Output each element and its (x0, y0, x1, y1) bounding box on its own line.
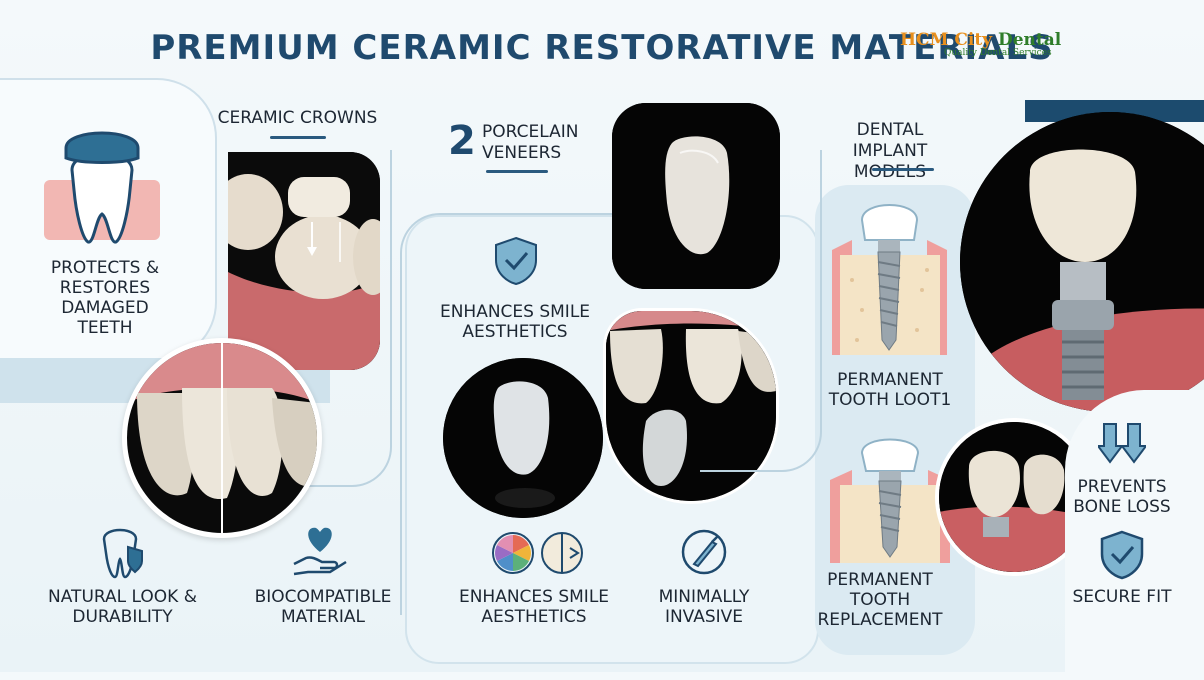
arrows-down-icon (1098, 420, 1146, 470)
shield-check-secure-icon (1100, 530, 1144, 580)
crown-tooth-icon (42, 118, 162, 248)
caption-enhances-smile-top: ENHANCES SMILE AESTHETICS (439, 302, 591, 342)
veneer-teeth-circle (603, 308, 779, 504)
crowns-flow-line (300, 150, 392, 487)
smile-before-after-circle (122, 338, 322, 538)
caption-enhances-smile-bottom: ENHANCES SMILE AESTHETICS (458, 587, 610, 627)
crowns-heading-underline (270, 136, 326, 139)
caption-secure-fit: SECURE FIT (1072, 587, 1172, 607)
veneers-flow-line (400, 213, 622, 615)
logo-brand-prefix: HCM City (900, 30, 993, 50)
caption-biocompatible: BIOCOMPATIBLE MATERIAL (254, 587, 392, 627)
dental-tool-icon (680, 528, 728, 576)
implant-heading-underline (872, 168, 934, 171)
implant-diagram-2 (830, 435, 950, 565)
brand-logo: HCM City Dental Quality Dental Services (900, 30, 1061, 58)
implant-diagram-1 (832, 200, 947, 360)
logo-brand-suffix: Dental (992, 30, 1062, 50)
caption-natural-look: NATURAL LOOK & DURABILITY (48, 587, 197, 627)
veneers-right-line (700, 150, 822, 472)
tooth-shield-icon (96, 525, 150, 579)
caption-prevents-bone-loss: PREVENTS BONE LOSS (1073, 477, 1171, 517)
heading-porcelain-veneers: PORCELAIN VENEERS (482, 122, 579, 163)
veneer-shell-circle (443, 358, 603, 518)
heading-dental-implant-models: DENTAL IMPLANT MODELS (852, 120, 928, 182)
shield-check-icon (494, 236, 538, 286)
heading-ceramic-crowns: CERAMIC CROWNS (217, 108, 378, 128)
veneers-number: 2 (448, 118, 476, 164)
implant-photo-large (960, 112, 1204, 412)
heart-hand-icon (290, 522, 350, 580)
caption-permanent-tooth-1: PERMANENT TOOTH LOOT1 (828, 370, 952, 410)
veneer-photo-top (612, 103, 780, 289)
caption-minimally-invasive: MINIMALLY INVASIVE (658, 587, 750, 627)
shade-guide-icon (490, 530, 590, 576)
caption-protects-restores: PROTECTS & RESTORES DAMAGED TEETH (50, 258, 160, 338)
caption-permanent-tooth-2: PERMANENT TOOTH REPLACEMENT (817, 570, 943, 630)
logo-tagline: Quality Dental Services (944, 48, 1052, 58)
page-title: PREMIUM CERAMIC RESTORATIVE MATERIALS (150, 28, 1054, 68)
veneers-heading-underline (486, 170, 548, 173)
